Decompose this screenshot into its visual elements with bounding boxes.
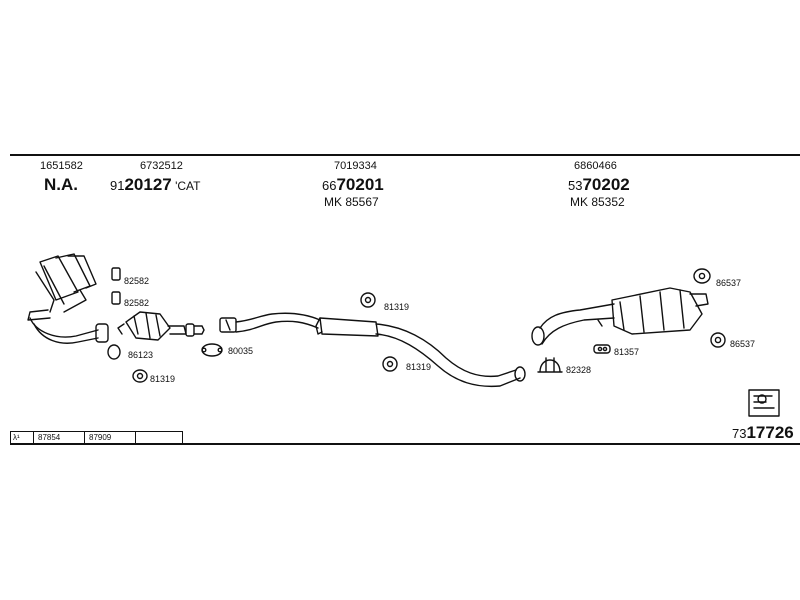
legend-cell: 87909 [85,432,136,444]
gasket-80035 [201,343,223,357]
code-prefix: 66 [322,178,337,193]
rubber-mount [107,267,726,383]
ref-number: 7019334 [334,160,377,172]
exhaust-manifold [27,253,109,344]
part-label: 80035 [228,346,254,356]
rear-pipe-silencer [531,287,709,346]
part-label: 81357 [614,347,640,357]
front-pipe-middle-silencer [219,312,526,388]
legend-cell: 87854 [34,432,85,444]
footer-prefix: 73 [732,426,747,441]
main-code: 70202 [582,175,630,194]
mk-number: MK 85567 [324,195,379,209]
main-code: 70201 [336,175,384,194]
code-prefix: 53 [568,178,583,193]
part-label: 86537 [730,339,756,349]
code-prefix: 91 [110,178,125,193]
part-label: 81319 [150,374,176,384]
code-row: 6670201 [322,176,384,194]
footer-code: 7317726 [732,424,794,442]
part-label: 82328 [566,365,592,375]
footer-main-code: 17726 [746,423,794,442]
main-code: 20127 [124,175,172,194]
code-row: 9120127 'CAT [110,175,201,194]
mk-number: MK 85352 [570,195,625,209]
ref-number: 1651582 [40,160,83,172]
manual-icon [748,389,780,417]
part-label: 86123 [128,350,154,360]
code-suffix: CAT [177,179,201,193]
bottom-rule [10,443,800,445]
main-code: N.A. [44,175,78,194]
legend-cell [136,432,183,444]
part-label: 81319 [406,362,432,372]
catalytic-converter [117,311,205,341]
ref-number: 6732512 [140,160,183,172]
part-label: 86537 [716,278,742,288]
lambda-cell: λ¹ [11,432,34,444]
part-label: 82582 [124,276,150,286]
part-label: 82582 [124,298,150,308]
top-rule [10,154,800,156]
ref-number: 6860466 [574,160,617,172]
code-row: 5370202 [568,176,630,194]
part-label: 81319 [384,302,410,312]
